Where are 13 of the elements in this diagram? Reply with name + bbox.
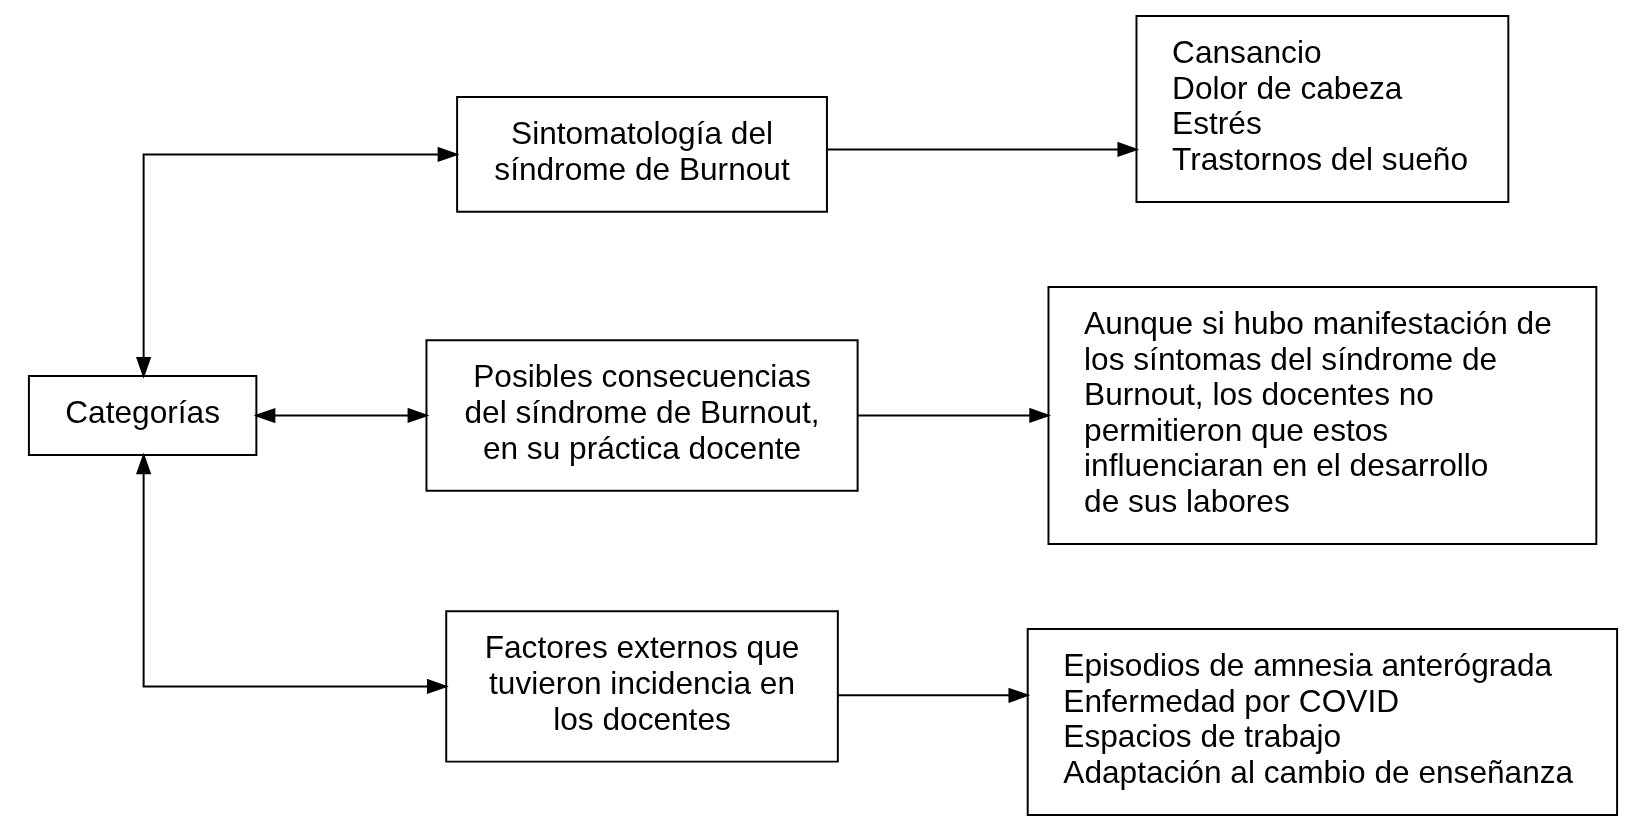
arrow: [825, 141, 1139, 158]
node-box: Aunque si hubo manifestación de los síntomas del síndrome de Burnout, los docentes no permitieron que estos influenciaran en el desarrollo de sus labores: [1047, 285, 1597, 546]
arrow: [856, 407, 1051, 424]
node-box: Episodios de amnesia anterógrada Enfermedad por COVID Espacios de trabajo Adaptación al cambio de enseñanza: [1026, 628, 1618, 816]
node-box: Posibles consecuencias del síndrome de Burnout, en su práctica docente: [424, 339, 859, 492]
arrow: [135, 452, 449, 695]
node-box: Categorías: [27, 374, 257, 457]
arrow: [836, 687, 1030, 703]
node-box: Sintomatología del síndrome de Burnout: [455, 96, 828, 213]
node-box: Factores externos que tuvieron incidencia en los docentes: [444, 610, 839, 763]
node-box: Cansancio Dolor de cabeza Estrés Trastornos del sueño: [1135, 15, 1509, 203]
arrow: [135, 146, 459, 379]
arrow: [253, 407, 429, 424]
